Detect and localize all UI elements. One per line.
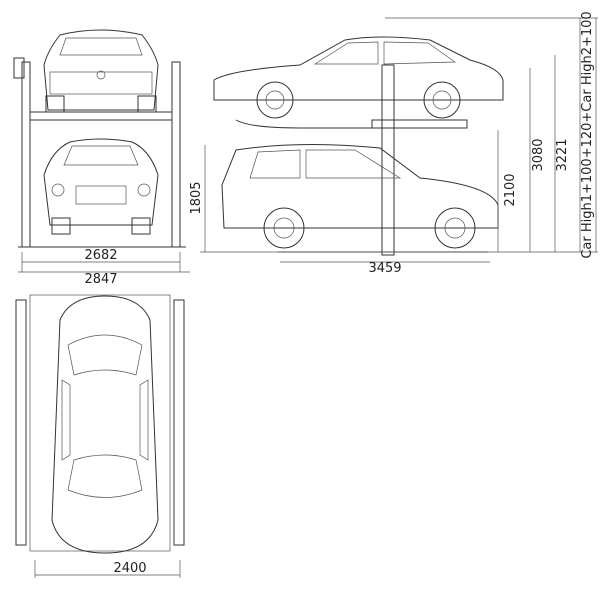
dim-max-height: 3221 (555, 138, 570, 171)
dim-length: 3459 (368, 261, 401, 276)
right-runway (173, 299, 185, 546)
upper-sedan (213, 36, 504, 119)
dim-inner-width: 2682 (84, 248, 117, 263)
control-box (13, 57, 25, 79)
upper-platform (29, 111, 173, 121)
top-car (51, 295, 159, 554)
top-view: 2400 (15, 294, 185, 578)
left-post (21, 61, 31, 248)
right-post (171, 61, 181, 248)
side-platform (371, 119, 468, 129)
side-view: 1805 2100 3080 3221 Car High1+100+120+Ca… (189, 11, 598, 276)
lower-suv (221, 143, 499, 249)
dim-top-width: 2400 (113, 561, 146, 576)
height-formula: Car High1+100+120+Car High2+100 (580, 11, 595, 258)
dim-outer-width: 2847 (84, 272, 117, 287)
upper-car-rear (43, 29, 159, 113)
left-runway (15, 299, 27, 546)
dim-lower-height: 1805 (189, 181, 204, 214)
dim-platform-height: 2100 (503, 173, 518, 206)
side-post (381, 64, 395, 256)
dim-total-height: 3080 (531, 138, 546, 171)
lower-car-front (43, 138, 159, 235)
front-view: 2682 2847 (13, 29, 190, 287)
